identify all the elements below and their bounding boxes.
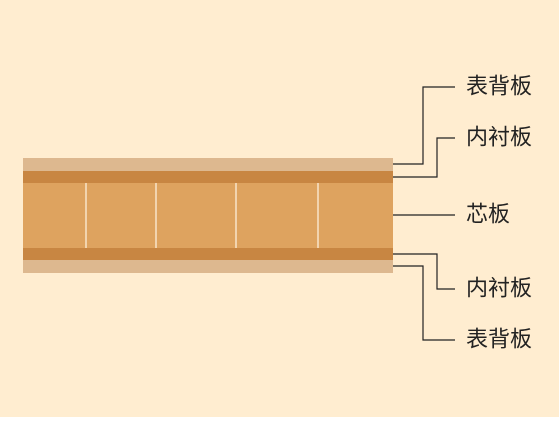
bottom-face-layer	[23, 260, 393, 273]
leader-lines	[393, 86, 455, 341]
top-lining-layer	[23, 171, 393, 183]
bottom-face-leader	[393, 265, 455, 341]
core-label: 芯板	[466, 203, 510, 228]
layer-labels: 表背板 内衬板 芯板 内衬板 表背板	[466, 75, 532, 353]
top-lining-leader	[393, 137, 455, 178]
bottom-lining-label: 内衬板	[466, 277, 532, 302]
core-layer	[23, 183, 393, 248]
top-face-layer	[23, 158, 393, 171]
top-lining-label: 内衬板	[466, 126, 532, 151]
top-face-leader	[393, 86, 455, 165]
panel-cross-section	[23, 158, 393, 273]
bottom-face-label: 表背板	[466, 328, 532, 353]
bottom-lining-leader	[393, 253, 455, 290]
top-face-label: 表背板	[466, 75, 532, 100]
bottom-lining-layer	[23, 248, 393, 260]
